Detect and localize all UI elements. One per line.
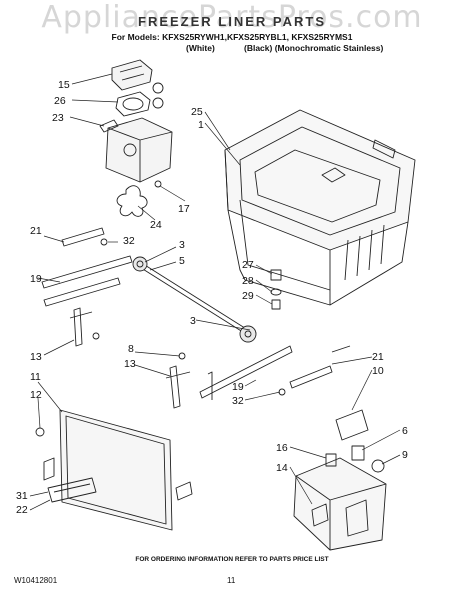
callout-24: 24 xyxy=(150,219,162,231)
variant-white: (White) xyxy=(186,43,215,53)
variant-black-stainless: (Black) (Monochromatic Stainless) xyxy=(244,43,384,53)
diagram-title: FREEZER LINER PARTS xyxy=(138,14,326,29)
watermark: AppliancePartsPros.com xyxy=(41,0,423,35)
callout-29: 29 xyxy=(242,290,254,302)
callout-3a: 3 xyxy=(179,239,185,251)
callout-12: 12 xyxy=(30,389,42,401)
callout-19a: 19 xyxy=(30,273,42,285)
callout-27: 27 xyxy=(242,259,254,271)
callout-28: 28 xyxy=(242,275,254,287)
callout-11: 11 xyxy=(30,371,41,383)
callout-14: 14 xyxy=(276,462,288,474)
callout-31: 31 xyxy=(16,490,28,502)
callout-32a: 32 xyxy=(123,235,135,247)
control-bracket-assembly xyxy=(293,409,387,551)
callout-16: 16 xyxy=(276,442,288,454)
ordering-note: FOR ORDERING INFORMATION REFER TO PARTS … xyxy=(135,556,329,563)
model-list: For Models: KFXS25RYWH1,KFXS25RYBL1, KFX… xyxy=(111,32,353,42)
fan-motor-assembly xyxy=(99,59,173,217)
callout-8: 8 xyxy=(128,343,134,355)
callout-22: 22 xyxy=(16,504,28,516)
callout-26: 26 xyxy=(54,95,66,107)
document-number: W10412801 xyxy=(14,576,58,585)
callout-17: 17 xyxy=(178,203,190,215)
drawer-front-panel xyxy=(35,409,193,531)
callout-9: 9 xyxy=(402,449,408,461)
callout-25: 25 xyxy=(191,106,203,118)
callout-3b: 3 xyxy=(190,315,196,327)
callout-19b: 19 xyxy=(232,381,244,393)
callout-21a: 21 xyxy=(30,225,42,237)
callout-23: 23 xyxy=(52,112,64,124)
callout-1: 1 xyxy=(198,119,204,131)
small-parts-stack xyxy=(270,269,282,310)
callout-10: 10 xyxy=(372,365,384,377)
callout-32b: 32 xyxy=(232,395,244,407)
callout-6: 6 xyxy=(402,425,408,437)
right-slide-rail xyxy=(165,345,351,409)
callout-21b: 21 xyxy=(372,351,384,363)
callout-15: 15 xyxy=(58,79,70,91)
callout-13b: 13 xyxy=(124,358,136,370)
page-number: 11 xyxy=(227,576,236,585)
freezer-liner-basket xyxy=(224,109,416,306)
callout-13a: 13 xyxy=(30,351,42,363)
crossbar-shaft xyxy=(132,256,257,343)
callout-5: 5 xyxy=(179,255,185,267)
left-slide-rail xyxy=(41,227,133,347)
